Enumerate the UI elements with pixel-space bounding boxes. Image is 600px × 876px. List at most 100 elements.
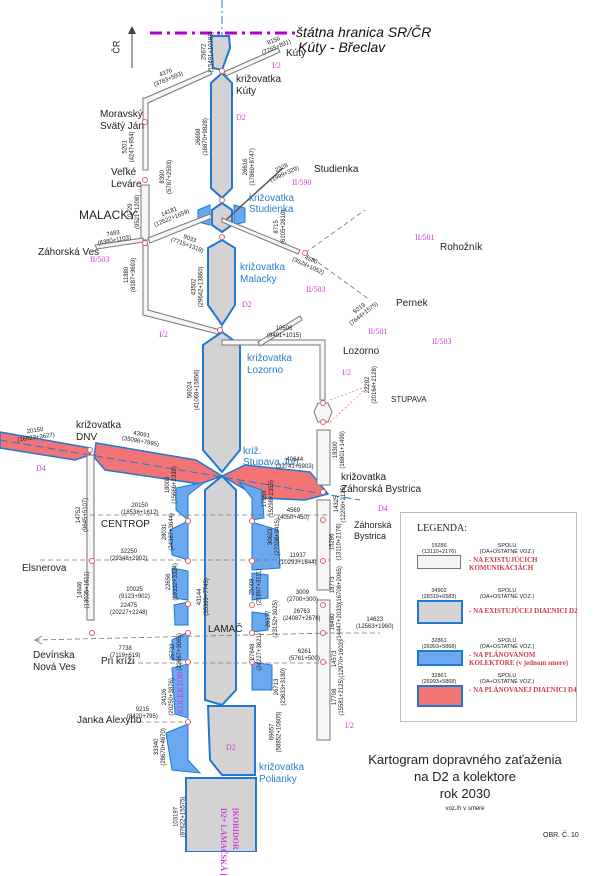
road-label-i2-mid: I/2 bbox=[159, 330, 168, 339]
road-label-ii501-b: II/501 bbox=[368, 327, 388, 336]
volume-label: 32250(29348+2902) bbox=[110, 549, 148, 562]
volume-label: 9215(8420+795) bbox=[127, 707, 158, 720]
road-label-ii503-b: II/503 bbox=[306, 285, 326, 294]
road-devinska bbox=[34, 632, 331, 641]
road-malacky-studienka bbox=[147, 213, 213, 244]
road-i2-zb-south bbox=[316, 499, 331, 591]
junction-kuty-1: križovatka bbox=[236, 74, 282, 85]
collector-w4 bbox=[173, 601, 189, 626]
place-kuty: Kúty bbox=[286, 48, 307, 59]
volume-label: 5201(4247+954) bbox=[122, 131, 136, 163]
place-zb-2: Bystrica bbox=[354, 531, 387, 541]
road-ii501-rohoznik bbox=[304, 209, 366, 254]
junction-dnv-1: križovatka bbox=[76, 420, 122, 431]
road-kuty bbox=[223, 47, 281, 77]
volume-label: 25672(15491+10181) bbox=[201, 31, 215, 73]
volume-label: 14646(13035+1611) bbox=[77, 571, 91, 609]
junction-dnv-2: DNV bbox=[76, 432, 98, 443]
junction-kuty-2: Kúty bbox=[236, 86, 257, 97]
road-ii501-pernek bbox=[257, 315, 303, 347]
volume-label: 26177(23152+3025) bbox=[265, 600, 279, 638]
road-i2-lozorno bbox=[221, 339, 326, 401]
volume-label: 28031(24387+3644) bbox=[161, 513, 175, 551]
junction-studienka-2: Studienka bbox=[249, 204, 294, 215]
volume-label: 43144(35399+7745) bbox=[196, 578, 210, 616]
place-pri-krizi: Pri kríži bbox=[101, 656, 135, 667]
road-ii503-pernek bbox=[221, 217, 301, 255]
volume-label: 14573(12970+1603) bbox=[331, 640, 345, 678]
road-i2-stupava-zb bbox=[316, 429, 331, 486]
volume-label: 27848(24227+3621) bbox=[249, 633, 263, 671]
volume-label: 15286(13110+2176) bbox=[329, 523, 343, 561]
road-ii590-studienka bbox=[225, 167, 284, 221]
traffic-cartogram bbox=[0, 0, 380, 852]
volume-label: 22656(19332+3324) bbox=[165, 563, 179, 601]
collector-w3 bbox=[171, 567, 189, 601]
junction-stupava-juh-1: križ. bbox=[243, 446, 262, 457]
volume-label: 10025(9123+902) bbox=[119, 587, 150, 600]
volume-label: 33340(28670+4670) bbox=[153, 728, 167, 766]
volume-label: 69657(58852+10805) bbox=[269, 711, 283, 753]
d4-west bbox=[0, 431, 91, 461]
place-studienka: Studienka bbox=[314, 164, 359, 175]
collector-e5 bbox=[251, 661, 273, 691]
road-label-i2-loz: I/2 bbox=[342, 368, 351, 377]
volume-label: 30623(27208+3415) bbox=[267, 518, 281, 556]
volume-label: 14325(12200+2125) bbox=[333, 485, 347, 523]
title-line-1: Kartogram dopravného zaťaženia bbox=[368, 752, 562, 767]
legend-item-d2: 34902(28319+6583) SPOLU(OA+OSTATNÉ VOZ.)… bbox=[417, 588, 578, 628]
d2-segment-koridor bbox=[185, 777, 257, 852]
collector-e4 bbox=[251, 611, 269, 633]
title-line-3: rok 2030 bbox=[439, 786, 491, 801]
road-label-d2-2: D2 bbox=[242, 300, 252, 309]
volume-label: 11880(8187+3693) bbox=[124, 257, 138, 292]
legend-symbol-collector bbox=[417, 650, 463, 666]
title-line-2: na D2 a kolektore bbox=[414, 769, 516, 784]
collector-e1 bbox=[237, 480, 265, 521]
volume-label: 10729(9521+1208) bbox=[128, 194, 142, 229]
volume-label: 10506(9491+1015) bbox=[267, 326, 302, 339]
junction-malacky-1: križovatka bbox=[240, 262, 286, 273]
volume-label: 40644(33741+6903) bbox=[276, 457, 314, 470]
arrow-devinska-icon bbox=[33, 635, 43, 645]
road-label-kolektor: KOLEKTOR bbox=[175, 671, 185, 715]
volume-label: 3009(2700+300) bbox=[287, 590, 318, 603]
legend-item-existing: 15286(13110+2176) SPOLU(OA+OSTATNÉ VOZ.)… bbox=[417, 543, 577, 583]
road-stupava-seg bbox=[313, 402, 333, 423]
junction-zb-1: križovatka bbox=[341, 472, 387, 483]
volume-label: 25732(22667+3065) bbox=[169, 633, 183, 671]
legend-item-collector: 32861(26993+5868) SPOLU(OA+OSTATNÉ VOZ.)… bbox=[417, 638, 577, 678]
volume-label: 24126(20250+3876) bbox=[161, 678, 175, 716]
collector-e3 bbox=[251, 572, 269, 601]
junction-stupava-juh-2: Stupava Juh bbox=[243, 457, 299, 468]
place-svaty-jan: Svätý Ján bbox=[100, 121, 144, 132]
figure-number: OBR. Č. 10 bbox=[543, 832, 579, 839]
volume-label: 11937(10293+1644) bbox=[279, 553, 317, 566]
border-subtitle: Kúty - Břeclav bbox=[298, 39, 386, 55]
place-elsnerova: Elsnerova bbox=[22, 563, 67, 574]
legend-heading: LEGENDA: bbox=[417, 523, 467, 534]
road-velke-levare bbox=[140, 184, 150, 241]
place-levare: Leváre bbox=[111, 179, 142, 190]
road-label-d2-3: D2 bbox=[226, 743, 236, 752]
place-devinska-1: Devínska bbox=[33, 650, 75, 661]
road-label-d2-1: D2 bbox=[236, 113, 246, 122]
road-label-i2-bot: I/2 bbox=[345, 721, 354, 730]
road-i2-kuty-moravsky bbox=[142, 69, 213, 171]
place-lamac: LAMAČ bbox=[208, 624, 243, 635]
place-moravsky: Moravský bbox=[100, 109, 143, 120]
place-janka: Janka Alexyho bbox=[77, 715, 142, 726]
stupava-link bbox=[329, 384, 371, 401]
place-malacky: MALACKY bbox=[79, 208, 137, 222]
volume-label: 103197(87622+15575) bbox=[173, 796, 187, 838]
direction-label: ČR bbox=[111, 40, 122, 54]
title-unit: voz./h v smere bbox=[445, 806, 485, 812]
volume-label: 22282(20164+2128) bbox=[364, 366, 378, 404]
volume-label: 8390(5787+2593) bbox=[160, 159, 174, 194]
arrow-head-icon bbox=[128, 26, 136, 34]
volume-label: 18300(16801+1499) bbox=[332, 431, 346, 469]
volume-label: 7738(7119+619) bbox=[110, 646, 141, 659]
volume-label: 22475(20227+2248) bbox=[110, 603, 148, 616]
d2-segment-kuty-studienka bbox=[210, 71, 233, 200]
place-stupava: STUPAVA bbox=[391, 395, 427, 404]
